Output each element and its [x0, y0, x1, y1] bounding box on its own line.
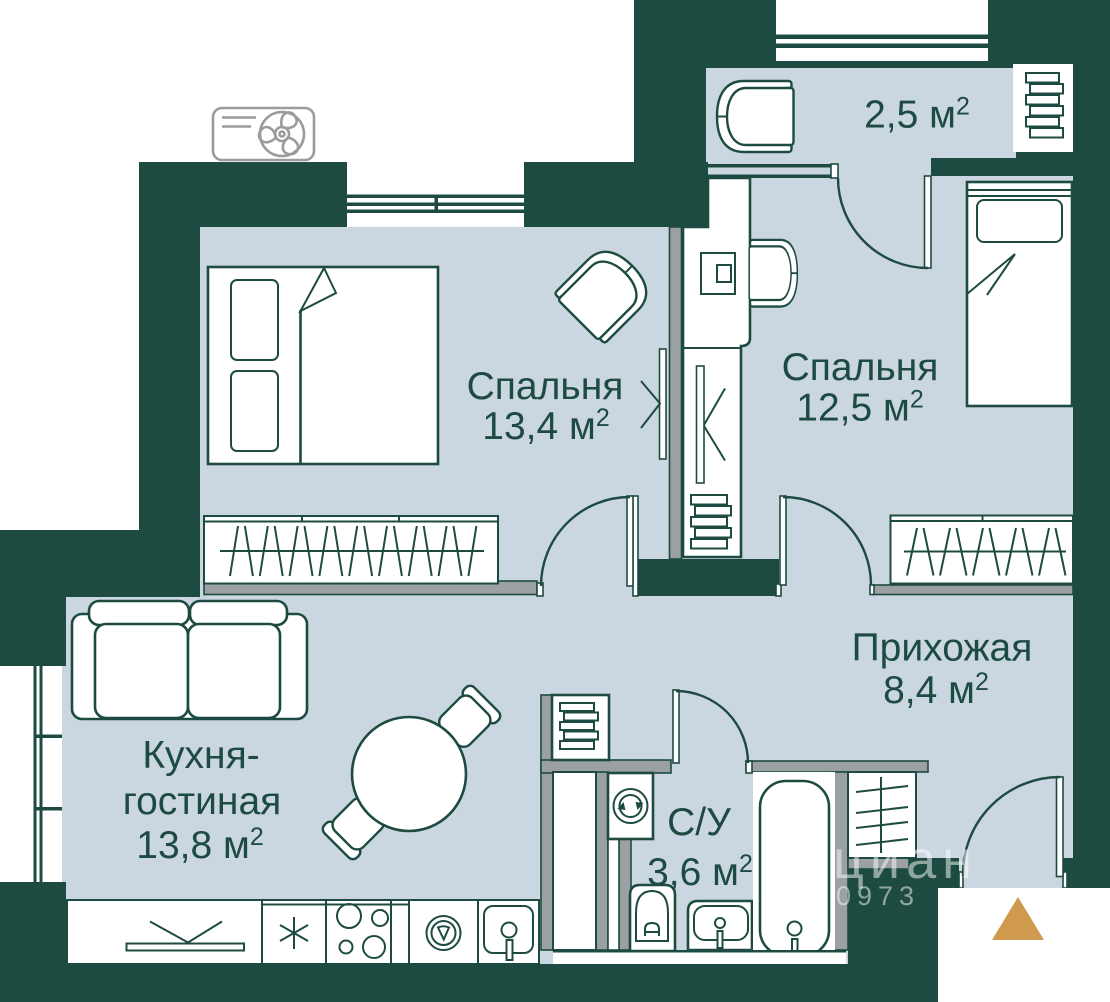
toilet: [628, 883, 677, 953]
wall-balcony-left: [634, 68, 706, 164]
fridge-icon: [279, 917, 309, 949]
vent-shaft-icon-balcony: [1025, 72, 1064, 139]
watermark-brand: циан: [833, 830, 978, 890]
label-kitchen-area: 13,8 м2: [136, 823, 263, 867]
doors: [536, 163, 1068, 889]
label-kitchen-name1: Кухня-: [142, 734, 259, 777]
wall-balcony-window-lip: [776, 61, 988, 68]
desk-chair: [748, 238, 799, 308]
armchair-balcony: [715, 79, 795, 154]
dining-table: [321, 684, 502, 861]
door-bedroom2: [775, 495, 875, 597]
dish-rack-icon: [125, 920, 245, 952]
window-kitchen: [2, 666, 62, 882]
wall-left-bedroom1: [139, 227, 200, 597]
wardrobe-rod: [695, 365, 705, 484]
wall-below-vent-niche: [1016, 152, 1073, 176]
wall-top-left-of-window: [139, 162, 347, 227]
wardrobe-hallway: [889, 514, 1074, 585]
vent-shaft-icon-column: [690, 494, 732, 550]
furniture-bathroom: [550, 693, 846, 964]
washing-machine: [606, 771, 655, 841]
bathroom-south-line: [553, 950, 846, 953]
wall-balcony-bedroom2-right: [931, 158, 1016, 176]
label-bedroom1-area: 13,4 м2: [482, 404, 609, 448]
door-bedroom1: [536, 495, 639, 597]
partition-bathroom-shaft-side: [595, 771, 609, 951]
labels: Спальня 13,4 м2 Спальня 12,5 м2 2,5 м2 П…: [123, 93, 1033, 894]
label-bathroom-area: 3,6 м2: [647, 850, 753, 894]
bathtub: [753, 772, 835, 964]
watermark-digits: 0973: [836, 881, 920, 911]
sofa: [70, 599, 309, 721]
furniture-bedroom1: [203, 250, 667, 585]
logo-triangle: [992, 897, 1044, 940]
sink-round-icon: [425, 915, 462, 951]
label-balcony-area: 2,5 м2: [864, 93, 970, 137]
wall-middle-block: [638, 559, 779, 596]
wall-right: [1073, 0, 1110, 888]
label-hallway-name: Прихожая: [852, 627, 1033, 670]
hanger-hatches-hallway: [906, 527, 1067, 576]
fan-icon: [257, 110, 306, 158]
door-bathroom: [672, 689, 753, 774]
label-bedroom2-area: 12,5 м2: [796, 386, 923, 430]
window-balcony: [776, 0, 988, 61]
window-band-balcony-bedroom2: [708, 164, 831, 178]
wardrobe-bedroom1: [203, 515, 499, 585]
furniture-kitchen: [66, 599, 540, 965]
wall-between-column-top: [660, 164, 708, 227]
watermark-logo-box: [938, 888, 1110, 1002]
washer-side-white: [607, 838, 620, 951]
vent-shaft-icon-bathroom: [559, 702, 599, 750]
label-hallway-area: 8,4 м2: [883, 668, 989, 712]
hob-icon: [336, 903, 389, 959]
partition-vent-shaft: [668, 226, 683, 560]
dining-chair-1: [438, 684, 502, 748]
door-entry: [958, 775, 1068, 889]
wall-entry-right: [1063, 858, 1073, 888]
label-bedroom2-name: Спальня: [782, 346, 939, 389]
bathroom-sink: [686, 899, 754, 952]
label-bathroom-name: С/У: [667, 801, 731, 844]
watermark: циан 0973: [780, 828, 1110, 1002]
wall-left-below-kitchen-window: [0, 882, 66, 964]
bathroom-shaft: [552, 771, 597, 951]
wall-bottom: [0, 964, 938, 1002]
wall-balcony-top-right: [988, 0, 1073, 68]
door-balcony: [830, 163, 932, 270]
wall-left-above-kitchen-window: [0, 597, 66, 666]
wardrobe-symbol: [703, 388, 726, 462]
window-bedroom1: [347, 162, 524, 227]
watermark-logo-icon: [780, 828, 818, 904]
wall-left-jog: [0, 530, 139, 597]
furniture-hallway: [847, 514, 1074, 859]
utility-cabinet: [847, 771, 917, 859]
partition-bathroom-top-right: [745, 760, 929, 773]
kitchen-counter: [66, 899, 540, 965]
wall-entry-left: [909, 858, 959, 888]
partition-hallway-north: [872, 584, 1074, 596]
wall-balcony-top-left: [634, 0, 776, 68]
ac-unit: [211, 106, 316, 162]
bathroom-south-strip: [553, 952, 846, 964]
kitchen-sink-icon: [483, 905, 534, 961]
label-kitchen-name2: гостиная: [123, 780, 282, 823]
armchair-bedroom1: [554, 250, 648, 344]
desk-column: [681, 176, 752, 559]
hanger-hatches: [229, 525, 478, 577]
label-bedroom1-name: Спальня: [467, 365, 624, 408]
double-bed: [206, 265, 440, 466]
furniture-balcony: [715, 64, 1073, 154]
single-bed: [965, 180, 1074, 408]
windows: [2, 0, 988, 882]
wardrobe-slide-door: [640, 348, 667, 460]
furniture-bedroom2: [681, 176, 1074, 559]
